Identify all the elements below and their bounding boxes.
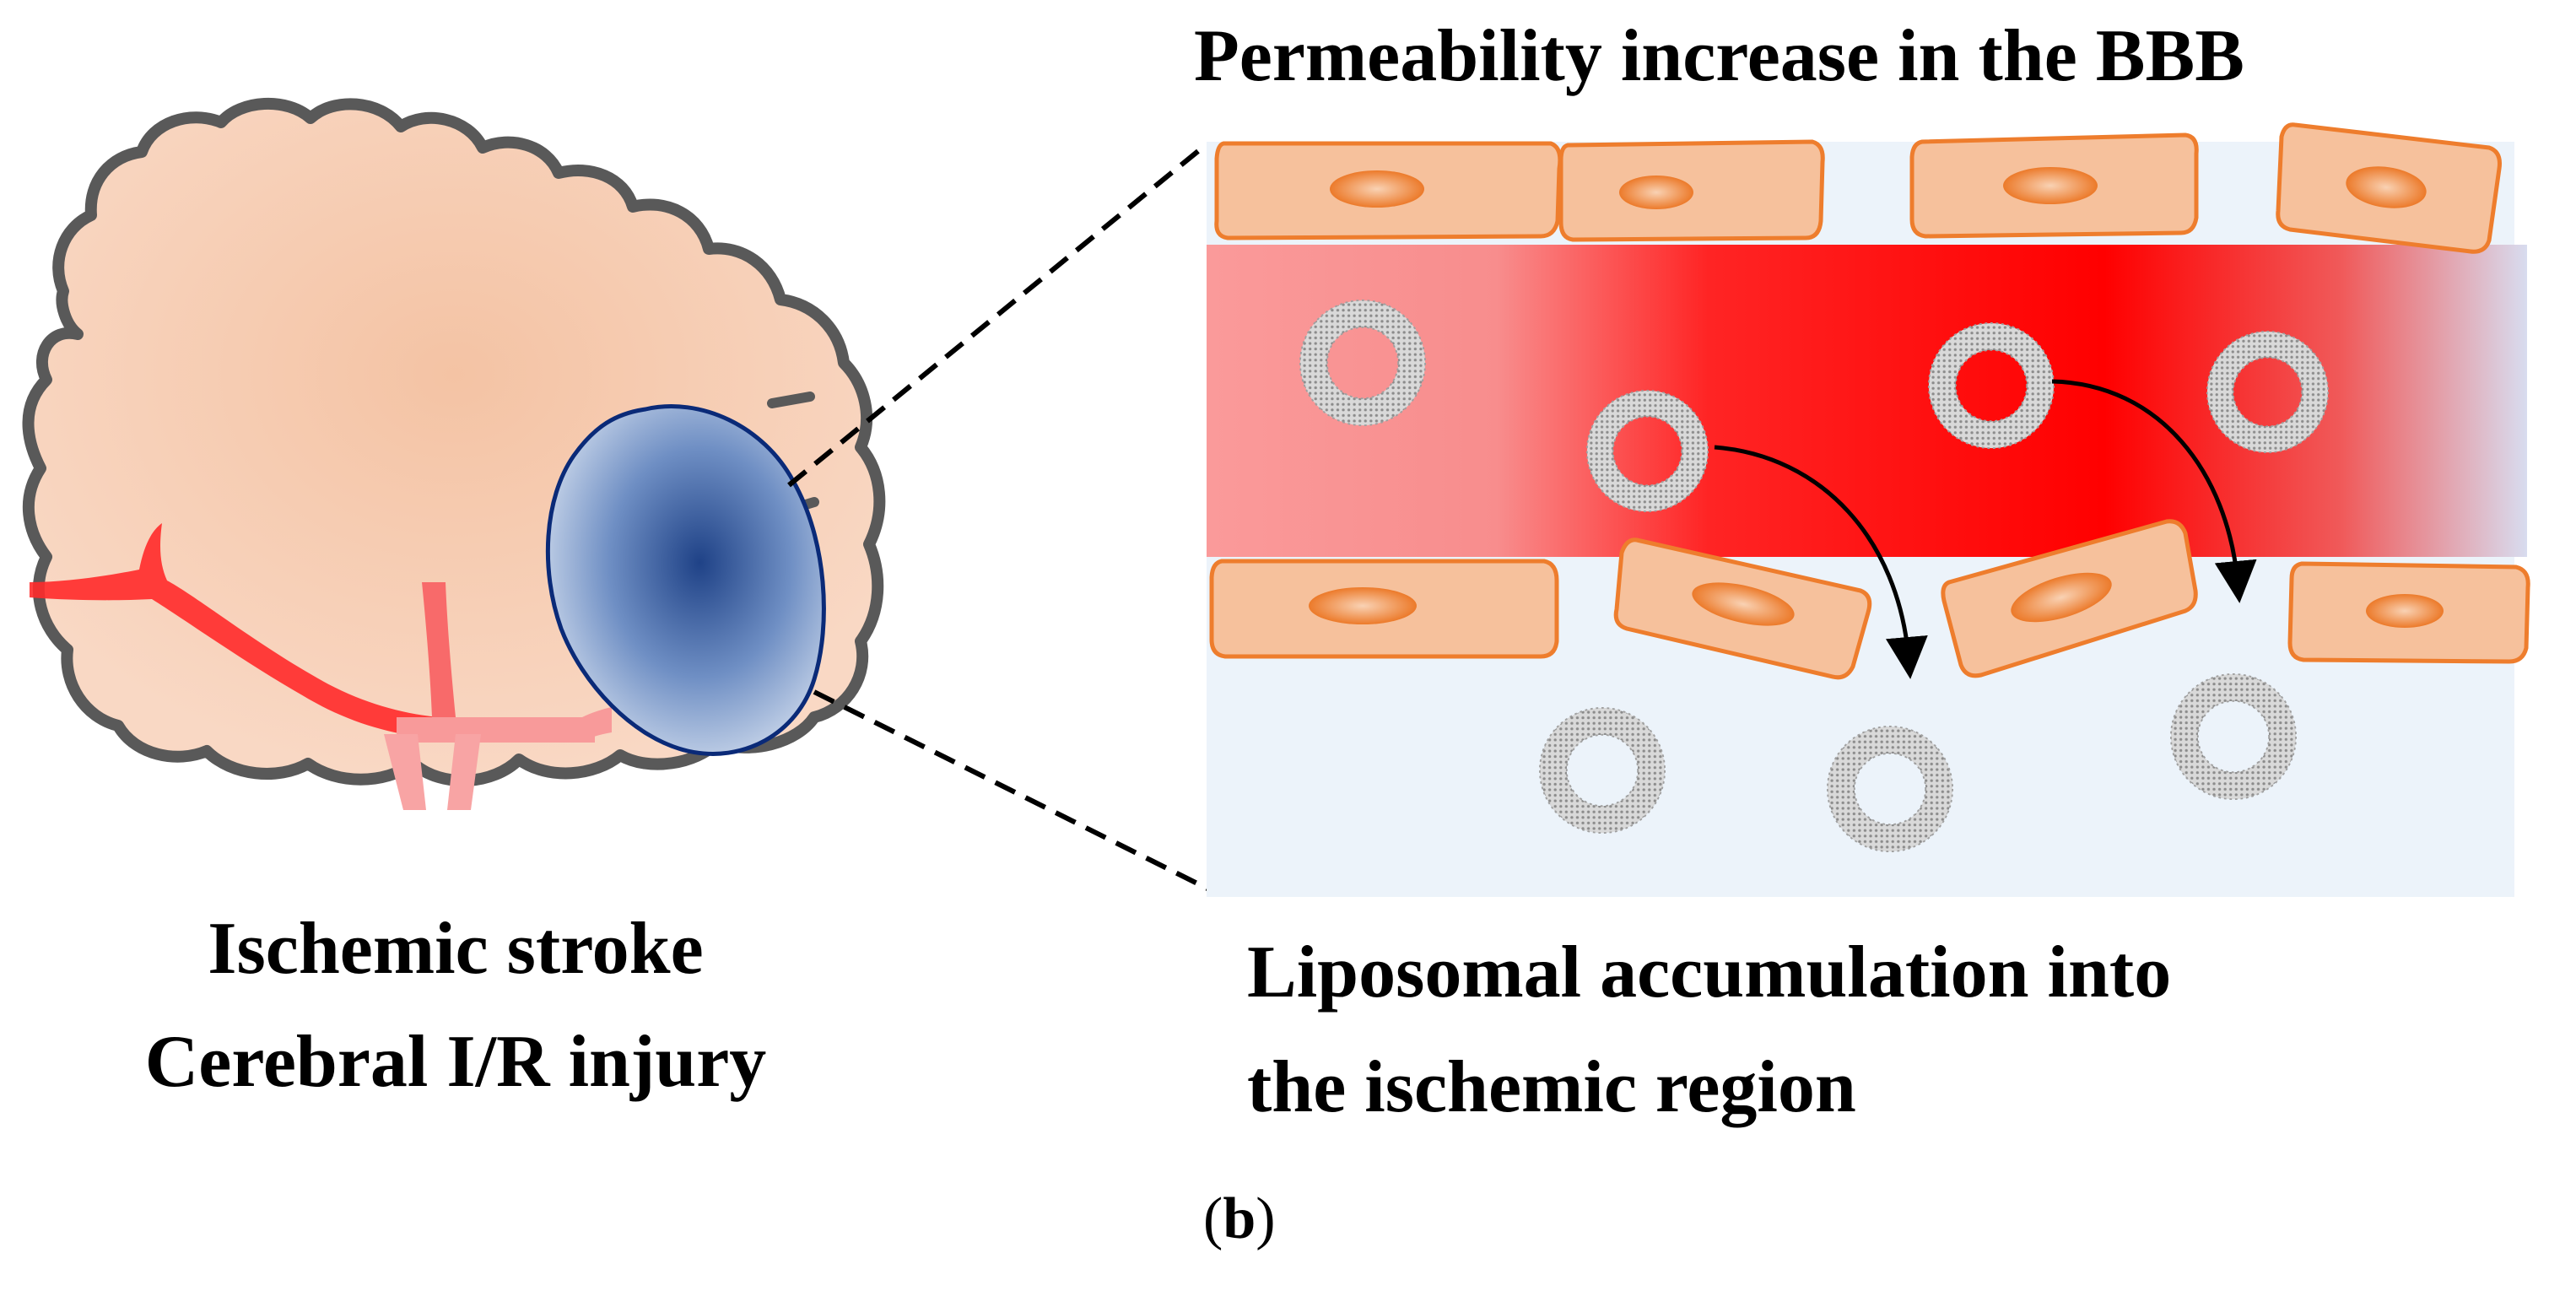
brain-caption-line2: Cerebral I/R injury (144, 1021, 767, 1103)
liposome-caption-line2: the ischemic region (1247, 1046, 1856, 1128)
panel-label: (b) (1203, 1186, 1276, 1251)
brain-caption: Ischemic stroke Cerebral I/R injury (34, 893, 878, 1119)
liposome-caption-line1: Liposomal accumulation into (1247, 932, 2172, 1013)
endothelial-cells-bottom (1209, 519, 2530, 680)
endothelial-cell-icon (1558, 139, 1825, 242)
endothelial-cell-icon (1941, 519, 2198, 678)
endothelial-cell-icon (2287, 561, 2530, 664)
zoom-line-bottom (813, 689, 1221, 897)
arrow-icon (2051, 379, 2257, 603)
artery-icon (30, 523, 612, 810)
endothelial-cell-icon (2276, 122, 2502, 254)
bbb-title: Permeability increase in the BBB (1194, 15, 2244, 97)
endothelial-cells-top (1214, 122, 2502, 254)
arrow-icon (1714, 445, 1928, 679)
brain-section-icon (22, 98, 886, 810)
panel-label-letter: b (1223, 1186, 1256, 1251)
endothelial-cell-icon (1613, 537, 1872, 680)
bbb-zoom-panel (1207, 122, 2530, 897)
brain-caption-line1: Ischemic stroke (208, 908, 704, 990)
zoom-line-top (787, 145, 1204, 488)
liposome-caption: Liposomal accumulation into the ischemic… (1247, 916, 2171, 1145)
endothelial-cell-icon (1909, 132, 2199, 239)
endothelial-cell-icon (1214, 141, 1563, 240)
endothelial-cell-icon (1209, 559, 1559, 659)
